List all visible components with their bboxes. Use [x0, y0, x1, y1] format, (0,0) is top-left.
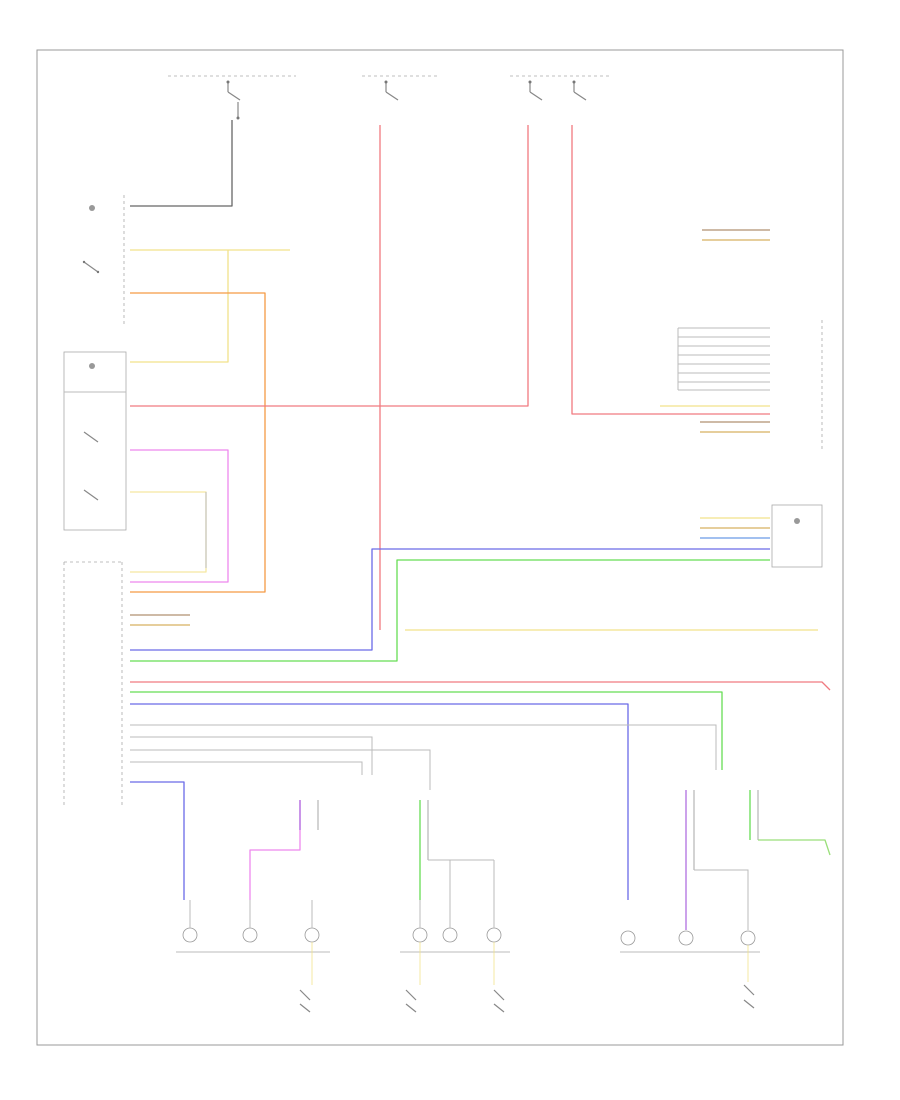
wire-yellow-2 [130, 250, 229, 363]
wire-blue-3 [130, 781, 185, 900]
fuse-box-left [168, 75, 296, 120]
steering-column-module [660, 320, 823, 450]
instrument-cluster-connector [702, 229, 770, 241]
wire-green-2 [130, 691, 723, 770]
wire-blue-2 [130, 703, 629, 900]
wire-blue-1 [130, 548, 770, 651]
wire-green-1 [130, 559, 770, 662]
diagram-frame [36, 49, 844, 1046]
lamp-group-right [620, 790, 831, 953]
wire-yellow-3 [130, 491, 207, 573]
wire-grey-1 [130, 724, 717, 770]
lamp-group-center [400, 800, 510, 953]
light-switch [63, 351, 127, 531]
wire-orange [130, 292, 266, 593]
wire-grey-4 [130, 761, 363, 775]
wire-pink [130, 449, 229, 583]
wire-black-flasher [130, 120, 233, 207]
headlamp-control-module [63, 561, 123, 808]
wire-red-steering [571, 125, 770, 415]
module-connector-stubs [130, 614, 190, 626]
wire-red-right [130, 125, 529, 407]
wire-grey-3 [130, 749, 431, 790]
wire-grey-2 [130, 736, 373, 775]
wire-red-long [130, 681, 831, 691]
ground-switches [299, 942, 755, 1013]
lamp-group-left [176, 800, 330, 953]
light-sensor-module [700, 504, 823, 568]
emergency-flasher-switch [82, 195, 125, 325]
fuse-box-center [362, 75, 440, 101]
fuse-box-right [510, 75, 610, 101]
